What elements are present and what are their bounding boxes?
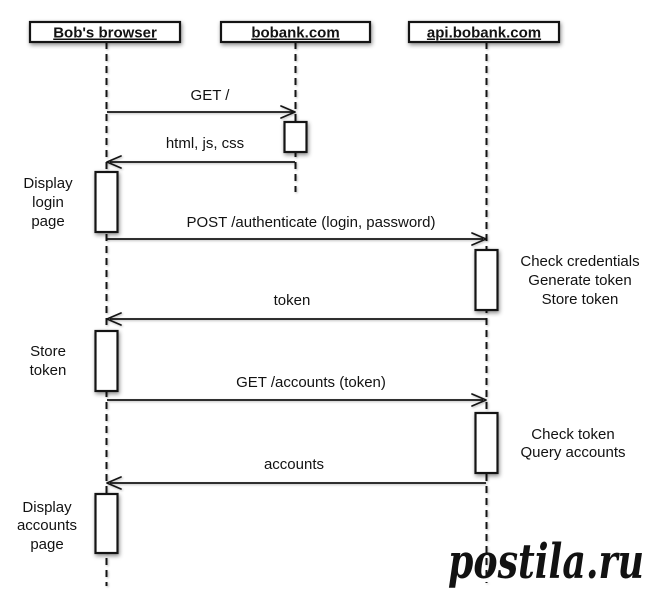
svg-text:login: login xyxy=(32,194,64,211)
svg-text:Check token: Check token xyxy=(531,426,614,443)
note-check-credentials: Check credentials Generate token Store t… xyxy=(520,253,639,308)
actors: Bob's browser bobank.com api.bobank.com xyxy=(28,20,561,44)
svg-text:Check credentials: Check credentials xyxy=(520,253,639,270)
activation-api-authenticate xyxy=(474,248,499,312)
activations xyxy=(94,120,499,555)
svg-text:page: page xyxy=(30,536,63,553)
actor-bobs-browser: Bob's browser xyxy=(28,20,182,44)
note-store-token: Store token xyxy=(30,343,67,379)
arrowhead-left-icon xyxy=(106,476,122,490)
svg-text:Display: Display xyxy=(23,175,73,192)
message-labels: GET / html, js, css POST /authenticate (… xyxy=(166,87,436,473)
svg-text:page: page xyxy=(31,213,64,230)
activation-browser-store-token xyxy=(94,329,119,393)
actor-box-bobs-browser xyxy=(28,20,182,44)
note-check-token: Check token Query accounts xyxy=(520,426,625,461)
lifelines xyxy=(105,42,488,586)
message-label-html-js-css: html, js, css xyxy=(166,135,244,152)
activation-browser-accounts xyxy=(94,492,119,555)
actor-label-bobs-browser: Bob's browser xyxy=(53,25,157,42)
activation-bobank xyxy=(283,120,308,154)
actor-label-api-bobank: api.bobank.com xyxy=(427,25,541,42)
svg-text:Generate token: Generate token xyxy=(528,272,631,289)
arrowhead-right-icon xyxy=(471,393,487,407)
activation-browser-login xyxy=(94,170,119,234)
svg-text:Store token: Store token xyxy=(542,291,619,308)
svg-text:Display: Display xyxy=(22,499,72,516)
arrowhead-right-icon xyxy=(280,105,296,119)
arrow-token xyxy=(106,312,486,326)
arrow-get-accounts xyxy=(107,393,487,407)
actor-box-api-bobank xyxy=(407,20,561,44)
actor-label-bobank: bobank.com xyxy=(251,25,339,42)
arrow-post-authenticate xyxy=(107,232,487,246)
svg-text:Query accounts: Query accounts xyxy=(520,444,625,461)
arrowhead-left-icon xyxy=(106,312,122,326)
actor-api-bobank: api.bobank.com xyxy=(407,20,561,44)
actor-box-bobank xyxy=(219,20,372,44)
note-display-accounts-page: Display accounts page xyxy=(17,499,77,553)
message-label-get-accounts: GET /accounts (token) xyxy=(236,374,386,391)
arrowhead-left-icon xyxy=(106,155,122,169)
message-label-accounts: accounts xyxy=(264,456,324,473)
svg-text:Store: Store xyxy=(30,343,66,360)
actor-bobank: bobank.com xyxy=(219,20,372,44)
note-display-login-page: Display login page xyxy=(23,175,73,230)
message-label-token: token xyxy=(274,292,311,309)
svg-text:token: token xyxy=(30,362,67,379)
arrow-get-root xyxy=(107,105,296,119)
activation-api-accounts xyxy=(474,411,499,475)
message-label-get-root: GET / xyxy=(191,87,231,104)
svg-text:accounts: accounts xyxy=(17,517,77,534)
watermark-postila: postila.ru xyxy=(448,534,644,590)
message-arrows xyxy=(106,105,487,490)
arrow-accounts xyxy=(106,476,486,490)
side-notes: Display login page Check credentials Gen… xyxy=(17,175,640,553)
arrow-html-js-css xyxy=(106,155,295,169)
arrowhead-right-icon xyxy=(471,232,487,246)
message-label-post-authenticate: POST /authenticate (login, password) xyxy=(186,214,435,231)
